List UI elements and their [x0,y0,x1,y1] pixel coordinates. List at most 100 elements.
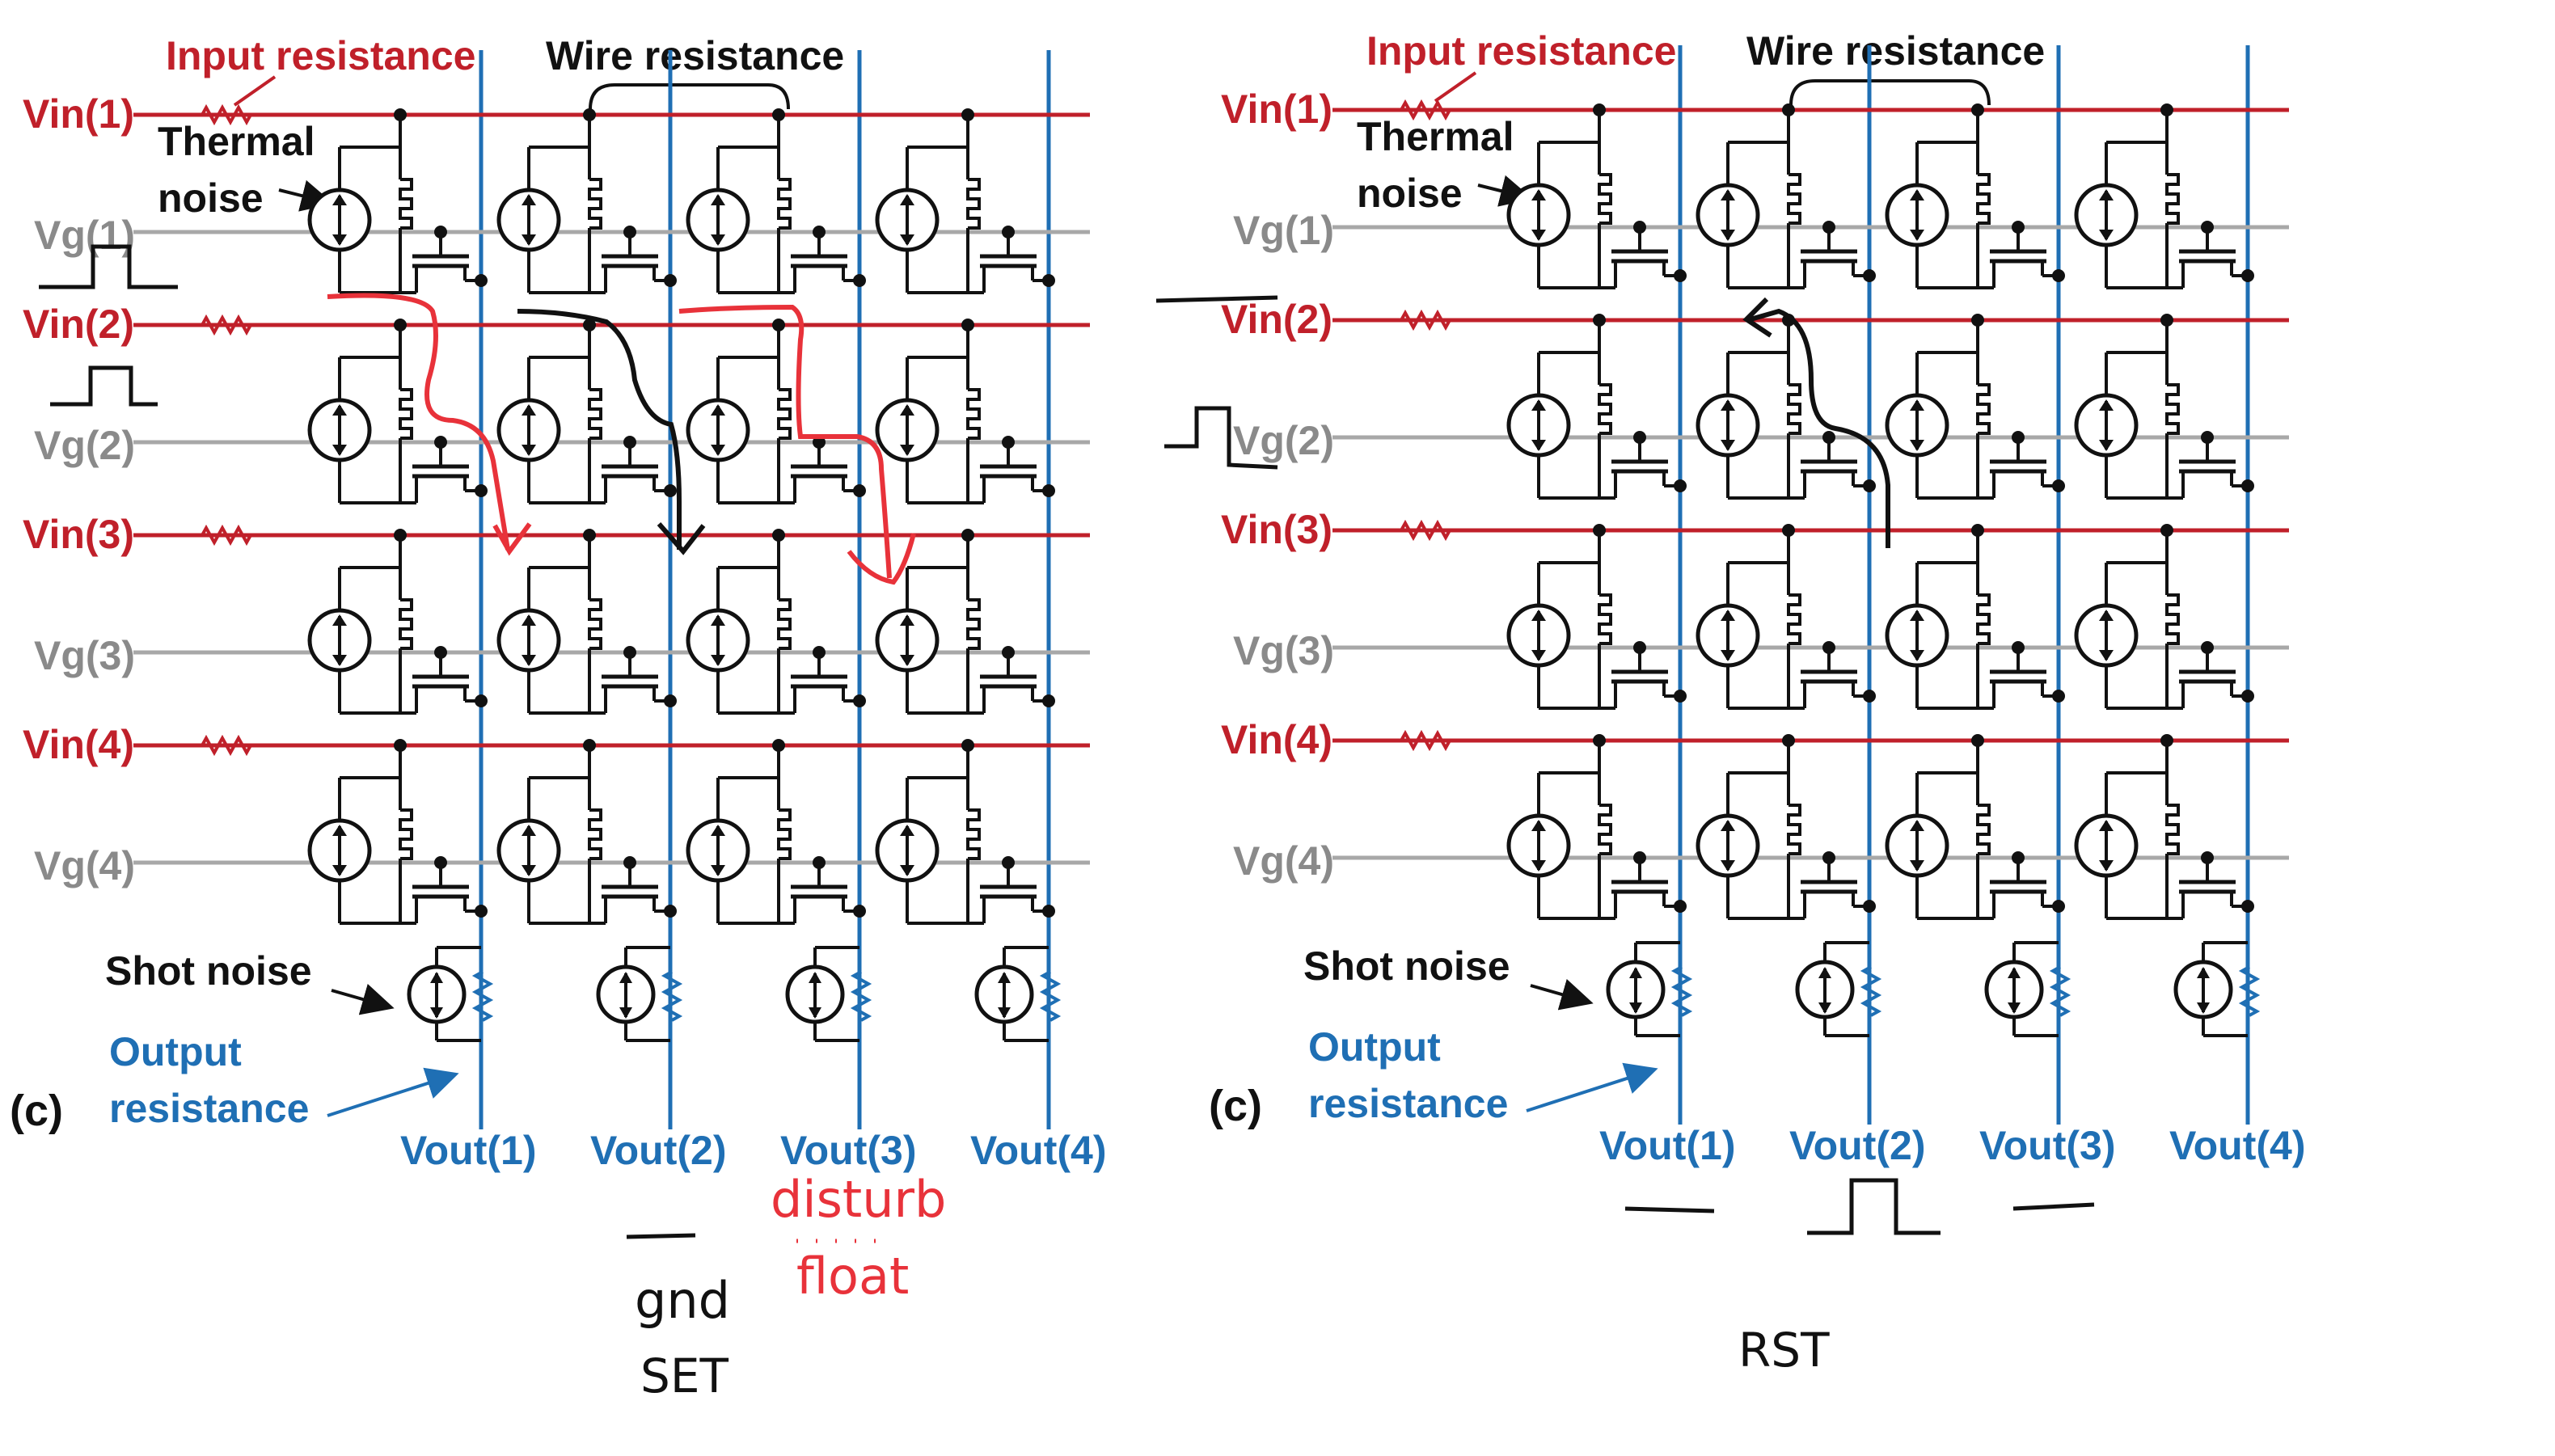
current-source-arrowhead [711,194,725,246]
input-resistor-icon [201,524,252,547]
memristor-icon [588,178,602,230]
vout-label-1: Vout(1) [400,1128,536,1173]
memristor-icon [1976,593,1991,645]
panel-tag: (c) [10,1087,63,1135]
output-resistor-icon [2049,965,2071,1017]
current-source-arrowhead [711,825,725,876]
output-resistor-icon [471,970,494,1022]
memristor-icon [966,598,981,650]
current-source-arrowhead [522,614,536,666]
current-source-arrowhead [332,614,347,666]
input-resistance-label: Input resistance [1366,28,1676,74]
current-source-arrowhead [1531,610,1546,661]
input-resistor-icon [201,314,252,336]
current-source-arrowhead [900,614,914,666]
vout-label-1: Vout(1) [1599,1123,1735,1168]
vout-junction-dot [1042,905,1055,918]
current-source-arrowhead [2099,820,2114,871]
input-resistor-icon [201,103,252,126]
output-resistance-label-line2: resistance [109,1086,309,1131]
output-resistance-label-line2: resistance [1308,1081,1508,1126]
current-source-arrowhead [1531,820,1546,871]
gnd-annotation: gnd [635,1271,730,1330]
current-source-arrowhead [1721,399,1735,451]
gnd-level-stroke [626,1233,696,1239]
set-sneak-arrow-icon [657,522,706,555]
memristor-icon [588,388,602,440]
vout2-pulse-waveform-icon [1807,1178,1941,1235]
vg-label-3: Vg(3) [34,633,135,678]
vin-label-2: Vin(2) [1221,297,1332,342]
set-current-arrow-2-icon [847,533,916,585]
input-resistor-icon [1400,729,1451,752]
input-resistor-icon [1400,99,1451,121]
vout-junction-dot [2052,900,2065,913]
memristor-icon [588,808,602,860]
wire-resistance-brace [589,83,790,110]
current-source-arrowhead [1910,610,1924,661]
memristor-icon [966,808,981,860]
current-source-arrowhead [1910,399,1924,451]
memristor-icon [1598,173,1612,225]
vout-junction-dot [853,274,866,287]
memristor-icon [777,598,792,650]
crossbar-array [133,50,1090,1129]
memristor-icon [777,388,792,440]
disturb-annotation: disturb [771,1170,946,1229]
vout-junction-dot [1863,900,1876,913]
shot-noise-arrow-icon [331,983,395,1015]
vout1-level-waveform-icon [1624,1206,1715,1213]
vout-junction-dot [2052,690,2065,703]
memristor-icon [777,808,792,860]
current-source-arrowhead [522,194,536,246]
panel-tag: (c) [1209,1082,1262,1130]
memristor-icon [2165,383,2180,435]
vout-junction-dot [475,274,488,287]
vout-junction-dot [475,484,488,497]
vout-junction-dot [1042,694,1055,707]
vout-junction-dot [2241,900,2254,913]
memristor-icon [1787,804,1801,855]
shot-noise-label: Shot noise [1303,943,1510,989]
input-resistance-pointer [1434,71,1477,103]
current-source-arrowhead [1910,820,1924,871]
shot-source-arrowhead [809,972,821,1019]
vin-label-4: Vin(4) [23,722,134,767]
vout-junction-dot [2241,269,2254,282]
vg2-pulse-waveform-icon [1164,406,1278,470]
vout-junction-dot [1674,479,1687,492]
vout-junction-dot [1863,269,1876,282]
vout-junction-dot [1674,690,1687,703]
memristor-icon [1787,593,1801,645]
thermal-noise-label-line1: Thermal [158,119,315,164]
thermal-noise-label-line1: Thermal [1357,114,1514,159]
current-source-arrowhead [2099,399,2114,451]
input-resistor-icon [1400,519,1451,542]
memristor-icon [1976,173,1991,225]
vout-label-4: Vout(4) [970,1128,1106,1173]
memristor-icon [399,388,413,440]
current-source-arrowhead [332,404,347,456]
current-source-arrowhead [2099,189,2114,241]
vin-label-2: Vin(2) [23,302,134,347]
memristor-icon [399,178,413,230]
vout-junction-dot [853,694,866,707]
vout-junction-dot [1042,274,1055,287]
current-source-arrowhead [1721,189,1735,241]
shot-source-arrowhead [998,972,1011,1019]
memristor-icon [1787,173,1801,225]
output-resistor-icon [2238,965,2261,1017]
memristor-icon [588,598,602,650]
current-source-arrowhead [2099,610,2114,661]
output-resistor-icon [1860,965,1882,1017]
rst-caption: RST [1738,1323,1830,1378]
current-source-arrowhead [711,614,725,666]
input-resistor-icon [1400,309,1451,331]
output-resistance-arrow-icon [1526,1062,1658,1112]
rst-panel: Input resistance Wire resistance Vin(1) … [1155,28,2305,1378]
current-source-arrowhead [1910,189,1924,241]
set-sneak-path [517,309,682,550]
vout-junction-dot [2052,269,2065,282]
